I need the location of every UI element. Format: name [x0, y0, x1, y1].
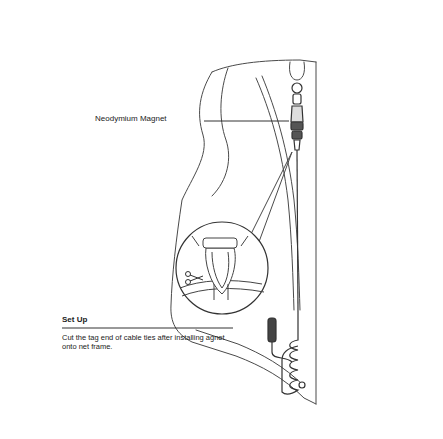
instruction-note: Cut the tag end of cable ties after inst… — [62, 333, 240, 352]
part-label: Neodymium Magnet — [95, 114, 167, 124]
lanyard — [268, 150, 305, 394]
leader-line — [204, 121, 289, 122]
section-heading: Set Up — [62, 315, 87, 325]
vest-armhole — [212, 68, 229, 196]
strap-loop — [289, 62, 304, 80]
vest-side — [316, 62, 317, 404]
heading-rule — [62, 328, 233, 329]
scissors-symbol — [186, 272, 204, 285]
vest-outline — [171, 60, 316, 404]
inset-detail — [176, 222, 268, 314]
magnet-clip — [291, 83, 303, 150]
inset-pointer — [250, 152, 292, 250]
